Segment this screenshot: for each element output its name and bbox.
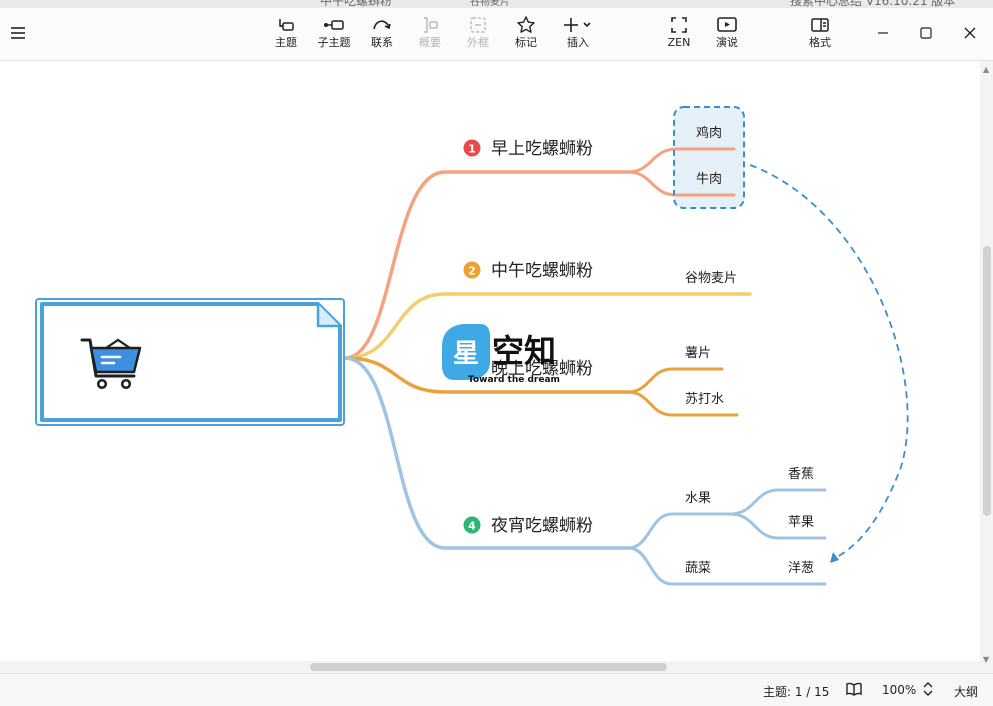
- subtopic-banana[interactable]: 香蕉: [788, 467, 814, 482]
- minimize-button[interactable]: [872, 22, 894, 44]
- boundary-icon: [470, 17, 486, 33]
- mindmap-svg: 1 2 3 4 早上吃螺蛳粉 中午吃螺蛳粉 晚上吃螺蛳粉 夜宵吃螺蛳粉 鸡肉 牛…: [35, 106, 909, 586]
- menu-button[interactable]: [8, 22, 28, 44]
- zen-button-label: ZEN: [667, 36, 691, 49]
- branch-3-lines: [343, 356, 739, 417]
- vertical-scrollbar[interactable]: ▲ ▼: [980, 61, 993, 673]
- branch-3-label[interactable]: 晚上吃螺蛳粉: [491, 359, 593, 379]
- background-strip-right: 搜索中心总结 V16.10.21 版本: [790, 0, 956, 8]
- outline-button[interactable]: 大纲: [954, 685, 979, 699]
- presentation-button[interactable]: 演说: [704, 14, 750, 54]
- subtopic-icon: [324, 20, 344, 30]
- scroll-down-arrow-icon[interactable]: ▼: [983, 655, 990, 664]
- branch-4-badge: 4: [463, 516, 481, 534]
- watermark-title-first: 星: [453, 339, 479, 369]
- insert-button[interactable]: 插入: [555, 14, 601, 54]
- subtopic-cereal[interactable]: 谷物麦片: [685, 271, 737, 286]
- close-icon: [964, 27, 976, 39]
- chevron-updown-icon: [923, 682, 933, 696]
- fullscreen-icon: [671, 17, 687, 33]
- boundary-button-label: 外框: [467, 36, 489, 49]
- branch-2-number: 2: [468, 265, 476, 278]
- status-bar: 主题: 1 / 15 100% 大纲: [0, 673, 993, 706]
- subtopic-beef[interactable]: 牛肉: [696, 172, 722, 187]
- relationship-line[interactable]: [749, 164, 909, 563]
- branch-1-number: 1: [468, 143, 476, 156]
- insert-button-label: 插入: [567, 36, 589, 49]
- close-button[interactable]: [959, 22, 981, 44]
- subtopic-button-label: 子主题: [317, 36, 351, 49]
- vertical-scroll-thumb[interactable]: [983, 246, 991, 516]
- subtopic-soda[interactable]: 苏打水: [685, 391, 724, 407]
- sidebar-panel-icon: [811, 18, 829, 32]
- format-button-label: 格式: [809, 36, 831, 49]
- branch-2-lines: [343, 292, 752, 360]
- subtopic-vegetables[interactable]: 蔬菜: [685, 561, 711, 576]
- summary-button[interactable]: 概要: [407, 14, 453, 54]
- branch-4-lines: [343, 356, 827, 586]
- play-icon: [717, 17, 737, 32]
- branch-4-label[interactable]: 夜宵吃螺蛳粉: [491, 516, 593, 536]
- maximize-button[interactable]: [915, 22, 937, 44]
- marker-button[interactable]: 标记: [503, 14, 549, 54]
- branch-1-label[interactable]: 早上吃螺蛳粉: [491, 139, 593, 159]
- zoom-stepper[interactable]: [921, 680, 935, 701]
- topic-button-label: 主题: [275, 36, 297, 49]
- zoom-level[interactable]: 100%: [882, 683, 917, 697]
- maximize-icon: [920, 27, 932, 39]
- background-strip-mid: 谷物麦片: [470, 0, 510, 8]
- subtopic-chicken[interactable]: 鸡肉: [696, 125, 722, 141]
- summary-icon: [424, 17, 438, 33]
- minimize-icon: [878, 32, 888, 34]
- toolbar: 主题 子主题 联系 概要 外框 标记 插入 ZEN 演说 格式: [0, 8, 993, 61]
- shopping-cart-icon: [80, 338, 142, 390]
- relationship-icon: [373, 20, 391, 30]
- branch-1-badge: 1: [463, 139, 481, 157]
- root-topic[interactable]: [35, 298, 345, 426]
- subtopic-button[interactable]: 子主题: [311, 14, 357, 54]
- hamburger-menu-icon: [11, 27, 25, 39]
- book-icon: [846, 682, 862, 696]
- subtopic-apple[interactable]: 苹果: [788, 515, 814, 530]
- star-icon: [517, 16, 535, 33]
- topic-icon: [279, 19, 294, 31]
- zen-button[interactable]: ZEN: [656, 14, 702, 54]
- branch-2-label[interactable]: 中午吃螺蛳粉: [491, 261, 593, 281]
- branch-2-badge: 2: [463, 261, 481, 279]
- summary-button-label: 概要: [419, 36, 441, 49]
- subtopic-chips[interactable]: 薯片: [685, 346, 711, 361]
- horizontal-scrollbar[interactable]: [0, 661, 980, 673]
- background-strip-left: 中午吃螺蛳粉: [320, 0, 393, 8]
- marker-button-label: 标记: [515, 36, 537, 49]
- mindmap-canvas[interactable]: 1 2 3 4 早上吃螺蛳粉 中午吃螺蛳粉 晚上吃螺蛳粉 夜宵吃螺蛳粉 鸡肉 牛…: [0, 61, 980, 661]
- subtopic-onion[interactable]: 洋葱: [788, 561, 814, 576]
- horizontal-scroll-thumb[interactable]: [310, 663, 667, 671]
- branch-4-number: 4: [468, 520, 476, 533]
- background-strip: 中午吃螺蛳粉 谷物麦片 搜索中心总结 V16.10.21 版本: [0, 0, 993, 8]
- map-view-button[interactable]: [845, 680, 863, 701]
- topic-count: 主题: 1 / 15: [763, 685, 830, 699]
- relationship-button-label: 联系: [371, 36, 393, 49]
- watermark-subtitle: Toward the dream: [468, 375, 560, 385]
- watermark: 星 空知 Toward the dream: [440, 322, 600, 388]
- subtopic-fruit[interactable]: 水果: [685, 491, 711, 506]
- boundary-button[interactable]: 外框: [455, 14, 501, 54]
- relationship-button[interactable]: 联系: [359, 14, 405, 54]
- topic-button[interactable]: 主题: [263, 14, 309, 54]
- plus-icon: [564, 18, 591, 32]
- format-button[interactable]: 格式: [797, 14, 843, 54]
- watermark-title-rest: 空知: [492, 332, 556, 370]
- selection-boundary[interactable]: [673, 106, 745, 209]
- presentation-button-label: 演说: [716, 36, 738, 49]
- scroll-up-arrow-icon[interactable]: ▲: [983, 65, 990, 74]
- watermark-logo: 星 空知 Toward the dream: [442, 324, 560, 385]
